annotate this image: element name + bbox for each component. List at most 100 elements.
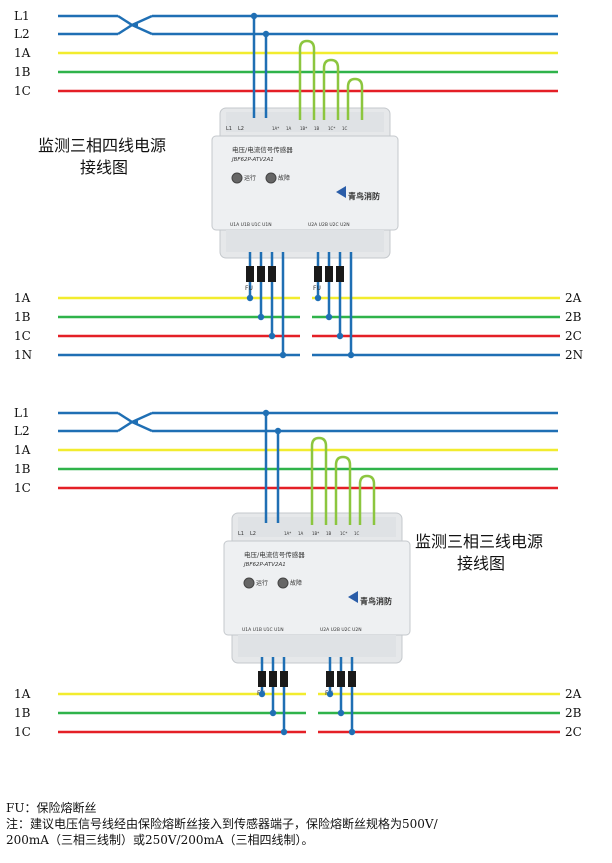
phase-label-l1: L1 (14, 9, 30, 23)
junction-dot (262, 409, 270, 417)
diagram-title-line-2: 接线图 (457, 554, 505, 573)
device-model: JBF62P-ATV2A1 (231, 157, 274, 163)
crossover-segment (131, 420, 153, 433)
phase-label-1b: 1B (14, 462, 31, 476)
brand-name: 青鸟消防 (360, 596, 392, 606)
run-label: 运行 (244, 174, 256, 182)
phase-label-l2: L2 (14, 27, 30, 41)
junction-dot (262, 30, 270, 38)
fuse-icon (269, 671, 277, 687)
junction-dot (250, 12, 258, 20)
bottom-right-label-2b: 2B (565, 706, 582, 720)
junction-dot (274, 427, 282, 435)
brand-logo-icon (336, 186, 346, 198)
crossover-segment (131, 411, 153, 424)
device-top-terminal-1: 1A* (284, 531, 291, 536)
junction-dot (348, 728, 356, 736)
fuse-icon (268, 266, 276, 282)
bottom-left-label-1n: 1N (14, 348, 32, 362)
fuse-label: FU (313, 285, 321, 292)
fuse-icon (337, 671, 345, 687)
junction-dot (326, 690, 334, 698)
bottom-right-label-2a: 2A (565, 687, 582, 701)
device-top-terminal-3: 1B* (300, 126, 307, 131)
bottom-left-label-1b: 1B (14, 706, 31, 720)
fuse-icon (258, 671, 266, 687)
device-top-terminal-2: 1A (286, 126, 292, 131)
phase-label-l2: L2 (14, 424, 30, 438)
bottom-right-label-2a: 2A (565, 291, 582, 305)
bottom-right-label-2c: 2C (565, 725, 582, 739)
bottom-terminal-group-1: U1A U1B U1C U1N (230, 222, 272, 228)
bottom-right-label-2n: 2N (565, 348, 583, 362)
phase-label-1c: 1C (14, 481, 31, 495)
crossover-segment (117, 411, 133, 424)
junction-dot (280, 728, 288, 736)
phase-label-1b: 1B (14, 65, 31, 79)
device-top-terminal-3: 1B* (312, 531, 319, 536)
run-led-icon (231, 172, 243, 184)
bottom-left-label-1a: 1A (14, 291, 31, 305)
fuse-icon (314, 266, 322, 282)
device-top-terminal-5: 1C* (340, 531, 347, 536)
bottom-right-label-2c: 2C (565, 329, 582, 343)
bottom-left-label-1c: 1C (14, 329, 31, 343)
junction-dot (325, 313, 333, 321)
device-label-l2: L2 (238, 126, 244, 132)
crossover-segment (131, 23, 153, 36)
fuse-icon (348, 671, 356, 687)
brand-logo-icon (348, 591, 358, 603)
junction-dot (246, 294, 254, 302)
fuse-icon (336, 266, 344, 282)
phase-label-1a: 1A (14, 443, 31, 457)
current-jumper-loop (358, 474, 376, 525)
phase-label-1a: 1A (14, 46, 31, 60)
brand-name: 青鸟消防 (348, 191, 380, 201)
device-top-terminal-5: 1C* (328, 126, 335, 131)
device-model: JBF62P-ATV2A1 (243, 562, 286, 568)
notes: FU：保险熔断丝 注：建议电压信号线经由保险熔断丝接入到传感器端子，保险熔断丝规… (6, 800, 606, 848)
crossover-segment (131, 14, 153, 27)
note-line-1: 注：建议电压信号线经由保险熔断丝接入到传感器端子，保险熔断丝规格为500V/ (6, 817, 438, 831)
crossover-segment (117, 420, 133, 433)
fault-led-icon (277, 577, 289, 589)
junction-dot (337, 709, 345, 717)
device-label-l2: L2 (250, 531, 256, 537)
current-jumper-loop (334, 455, 352, 525)
junction-dot (257, 313, 265, 321)
junction-dot (269, 709, 277, 717)
junction-dot (336, 332, 344, 340)
device-name: 电压/电流信号传感器 (244, 550, 305, 559)
bottom-terminal-group-2: U2A U2B U2C U2N (308, 222, 350, 228)
device-top-terminal-4: 1B (326, 531, 332, 536)
phase-label-1c: 1C (14, 84, 31, 98)
device-bottom-terminal-strip (238, 635, 396, 657)
bottom-left-label-1a: 1A (14, 687, 31, 701)
diagram-title-line-2: 接线图 (80, 158, 128, 177)
device-top-terminal-6: 1C (342, 126, 348, 131)
bottom-left-label-1b: 1B (14, 310, 31, 324)
fault-label: 故障 (290, 579, 302, 587)
diagram-title-line-1: 监测三相四线电源 (38, 136, 166, 155)
current-jumper-loop (322, 58, 340, 120)
device-name: 电压/电流信号传感器 (232, 145, 293, 154)
bottom-right-label-2b: 2B (565, 310, 582, 324)
run-led-icon (243, 577, 255, 589)
fuse-icon (246, 266, 254, 282)
junction-dot (347, 351, 355, 359)
note-fuse-legend: FU：保险熔断丝 (6, 801, 97, 815)
bottom-terminal-group-2: U2A U2B U2C U2N (320, 627, 362, 633)
current-jumper-loop (346, 77, 364, 120)
diagram-title-line-1: 监测三相三线电源 (415, 532, 543, 551)
fuse-icon (325, 266, 333, 282)
junction-dot (258, 690, 266, 698)
crossover-segment (117, 23, 133, 36)
fuse-label: FU (245, 285, 253, 292)
device-top-terminal-6: 1C (354, 531, 360, 536)
crossover-segment (117, 14, 133, 27)
device-top-terminal-2: 1A (298, 531, 304, 536)
junction-dot (314, 294, 322, 302)
